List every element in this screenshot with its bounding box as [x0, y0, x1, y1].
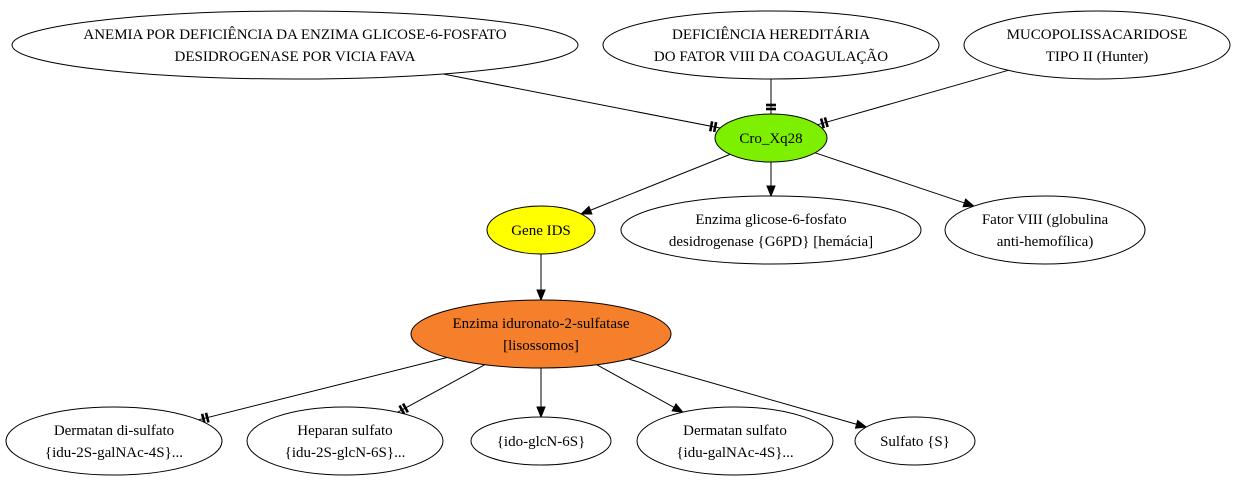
node-shape — [854, 416, 976, 466]
arrowhead-icon — [579, 205, 593, 215]
edge-cro-to-gene_ids — [579, 153, 731, 215]
edge-hunter-to-cro — [817, 69, 1009, 129]
edge-gene_ids-to-ids_enzyme — [536, 254, 546, 302]
edge-ids_enzyme-to-sulfato — [628, 358, 868, 429]
edge-ids_enzyme-to-dermatan — [596, 364, 684, 413]
edge-line — [628, 358, 857, 425]
node-label: Dermatan di-sulfato — [54, 423, 174, 439]
node-label: MUCOPOLISSACARIDOSE — [1007, 27, 1188, 43]
edge-ids_enzyme-to-heparan — [397, 364, 486, 415]
node-label: Sulfato {S} — [880, 434, 950, 450]
node-fator8: Fator VIII (globulina anti-hemofílica) — [944, 195, 1146, 265]
node-hunter: MUCOPOLISSACARIDOSE TIPO II (Hunter) — [963, 10, 1231, 80]
node-dermatan-di: Dermatan di-sulfato {idu-2S-galNAc-4S}... — [5, 406, 223, 476]
edge-line — [596, 364, 675, 408]
edge-line — [397, 364, 486, 413]
node-ids-enzyme: Enzima iduronato-2-sulfatase [lisossomos] — [410, 299, 672, 369]
node-shape — [486, 205, 596, 255]
node-shape — [963, 10, 1231, 80]
tee-bar-icon — [204, 412, 210, 423]
edges-layer — [198, 69, 1009, 429]
node-shape — [602, 10, 940, 80]
node-cro: Cro_Xq28 — [714, 113, 828, 163]
node-shape — [410, 299, 672, 369]
node-label: {idu-2S-galNAc-4S}... — [45, 445, 183, 461]
node-gene-ids: Gene IDS — [486, 205, 596, 255]
edge-line — [814, 152, 965, 204]
node-shape — [944, 195, 1146, 265]
node-label: Enzima iduronato-2-sulfatase — [452, 316, 629, 332]
node-shape — [636, 406, 834, 476]
edge-cro-to-g6pd — [766, 162, 776, 198]
node-label: ANEMIA POR DEFICIÊNCIA DA ENZIMA GLICOSE… — [83, 26, 506, 43]
node-label: anti-hemofílica) — [997, 234, 1094, 250]
node-label: Heparan sulfato — [297, 423, 392, 439]
node-label: DO FATOR VIII DA COAGULAÇÃO — [654, 49, 888, 65]
edge-line — [443, 73, 721, 129]
tee-bar-icon — [398, 404, 406, 415]
edge-ids_enzyme-to-ido_glcn — [536, 368, 546, 419]
node-label: {idu-2S-glcN-6S}... — [285, 445, 406, 461]
arrowhead-icon — [962, 198, 976, 208]
node-shape — [620, 195, 922, 265]
node-label: {idu-galNAc-4S}... — [676, 445, 793, 461]
node-shape — [714, 113, 828, 163]
node-label: Enzima glicose-6-fosfato — [695, 212, 846, 228]
node-ido-glcn: {ido-glcN-6S} — [470, 416, 612, 466]
arrowhead-icon — [766, 185, 776, 198]
arrowhead-icon — [671, 402, 684, 413]
node-shape — [5, 406, 223, 476]
tee-bar-icon — [401, 402, 410, 414]
node-heparan: Heparan sulfato {idu-2S-glcN-6S}... — [246, 406, 444, 476]
node-label: desidrogenase {G6PD} [hemácia] — [669, 234, 873, 250]
tee-bar-icon — [708, 121, 714, 132]
node-label: Gene IDS — [511, 223, 571, 239]
node-shape — [11, 10, 579, 80]
node-shape — [246, 406, 444, 476]
node-shape — [470, 416, 612, 466]
node-dermatan: Dermatan sulfato {idu-galNAc-4S}... — [636, 406, 834, 476]
edge-line — [198, 357, 448, 421]
node-sulfato: Sulfato {S} — [854, 416, 976, 466]
node-label: DESIDROGENASE POR VICIA FAVA — [174, 49, 415, 65]
node-hemofilia: DEFICIÊNCIA HEREDITÁRIA DO FATOR VIII DA … — [602, 10, 940, 80]
node-g6pd: Enzima glicose-6-fosfato desidrogenase {G… — [620, 195, 922, 265]
nodes-layer: ANEMIA POR DEFICIÊNCIA DA ENZIMA GLICOSE… — [5, 10, 1231, 476]
arrowhead-icon — [536, 289, 546, 302]
node-label: Fator VIII (globulina — [982, 212, 1109, 228]
edge-anemia-to-cro — [443, 73, 721, 133]
edge-cro-to-fator8 — [814, 152, 976, 208]
arrowhead-icon — [854, 419, 868, 429]
edge-line — [817, 69, 1009, 126]
node-label: DEFICIÊNCIA HEREDITÁRIA — [672, 26, 870, 43]
node-label: Cro_Xq28 — [739, 131, 802, 147]
node-anemia: ANEMIA POR DEFICIÊNCIA DA ENZIMA GLICOSE… — [11, 10, 579, 80]
edge-line — [590, 153, 731, 211]
node-label: [lisossomos] — [503, 338, 579, 354]
node-label: {ido-glcN-6S} — [497, 434, 586, 450]
node-label: Dermatan sulfato — [683, 423, 787, 439]
tee-bar-icon — [819, 118, 826, 129]
node-label: TIPO II (Hunter) — [1046, 49, 1148, 65]
edge-hemofilia-to-cro — [766, 79, 776, 114]
arrowhead-icon — [536, 406, 546, 419]
tee-bar-icon — [823, 117, 829, 128]
tee-bar-icon — [712, 121, 718, 133]
